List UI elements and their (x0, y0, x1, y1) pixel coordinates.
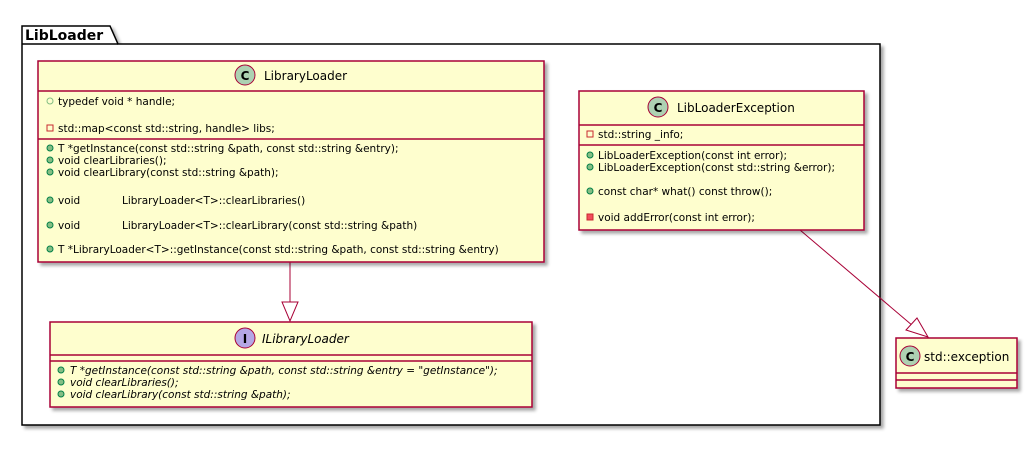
class-std-exception: C std::exception (895, 337, 1018, 389)
public-marker-icon (46, 144, 54, 152)
method: void (58, 195, 80, 207)
public-marker-icon (57, 366, 65, 374)
public-marker-icon (46, 221, 54, 229)
public-marker-icon (46, 97, 54, 105)
private-marker-icon (586, 213, 594, 221)
class-name: std::exception (924, 350, 1009, 364)
private-marker-icon (46, 124, 54, 132)
public-marker-icon (46, 196, 54, 204)
class-libloaderexception: C LibLoaderException std::string _info; … (578, 90, 865, 231)
method: void clearLibraries(); (70, 377, 179, 389)
public-marker-icon (57, 390, 65, 398)
inheritance-arrow-libraryloader-to-ilibraryloader (281, 262, 299, 323)
public-marker-icon (586, 163, 594, 171)
private-marker-icon (586, 130, 594, 138)
class-badge-letter: C (241, 69, 250, 83)
public-marker-icon (57, 378, 65, 386)
method: T *LibraryLoader<T>::getInstance(const s… (57, 244, 499, 256)
method: T *getInstance(const std::string &path, … (57, 143, 399, 155)
class-badge-letter: C (906, 350, 915, 364)
class-libraryloader: C LibraryLoader typedef void * handle; s… (37, 60, 545, 263)
public-marker-icon (46, 156, 54, 164)
method: void (58, 220, 80, 232)
inheritance-arrow-libloaderexception-to-stdexception (799, 229, 930, 338)
public-marker-icon (586, 187, 594, 195)
field: std::map<const std::string, handle> libs… (58, 123, 275, 135)
class-badge-icon (647, 96, 669, 118)
method: void addError(const int error); (598, 212, 755, 224)
interface-name: ILibraryLoader (262, 332, 350, 346)
public-marker-icon (46, 168, 54, 176)
method: void clearLibrary(const std::string &pat… (58, 167, 279, 179)
interface-badge-letter: I (243, 332, 247, 346)
method: T *getInstance(const std::string &path, … (70, 365, 498, 377)
class-badge-letter: C (654, 101, 663, 115)
interface-badge-icon (234, 327, 256, 349)
method: LibLoaderException(const std::string &er… (598, 162, 835, 174)
method-continuation: LibraryLoader<T>::clearLibrary(const std… (122, 220, 417, 232)
field: typedef void * handle; (58, 96, 175, 108)
public-marker-icon (46, 245, 54, 253)
method: LibLoaderException(const int error); (598, 150, 787, 162)
method: const char* what() const throw(); (598, 186, 772, 198)
package-title: LibLoader (25, 28, 103, 44)
class-name: LibraryLoader (264, 69, 347, 83)
class-badge-icon (234, 64, 256, 86)
method: void clearLibraries(); (58, 155, 167, 167)
public-marker-icon (586, 151, 594, 159)
method: void clearLibrary(const std::string &pat… (70, 389, 291, 401)
interface-ilibraryloader: I ILibraryLoader T *getInstance(const st… (49, 321, 533, 408)
method-continuation: LibraryLoader<T>::clearLibraries() (122, 195, 305, 207)
class-name: LibLoaderException (677, 101, 795, 115)
class-badge-icon (899, 345, 921, 367)
field: std::string _info; (598, 129, 683, 141)
